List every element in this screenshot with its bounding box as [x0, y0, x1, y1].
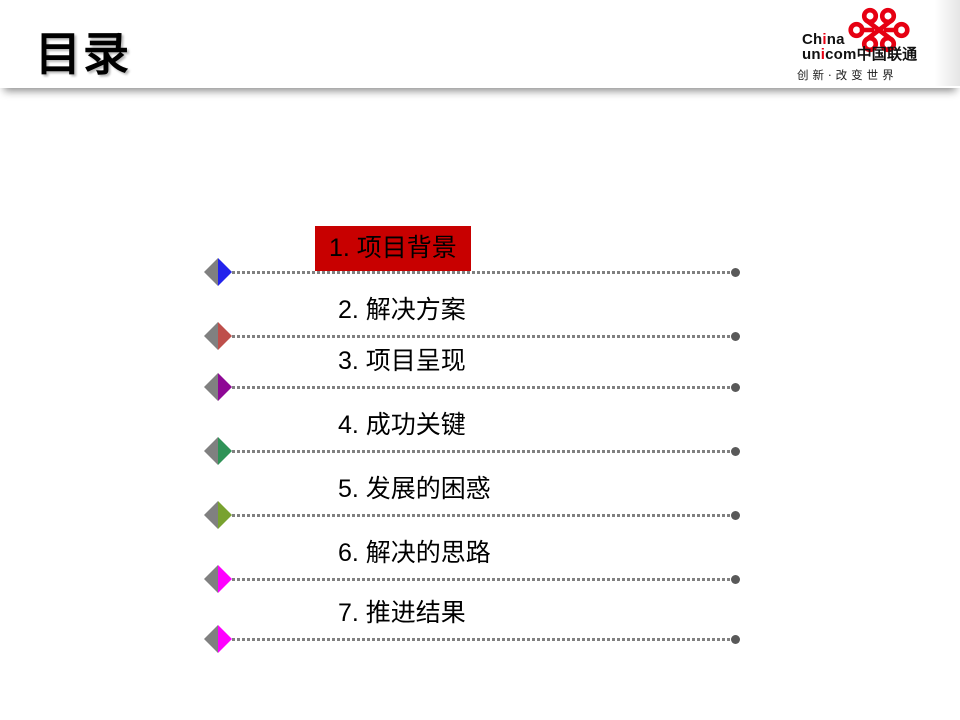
brand-text: Ch: [802, 31, 823, 48]
diamond-bullet-icon: [204, 625, 232, 653]
dotted-leader-line: [232, 638, 732, 641]
dotted-leader-line: [232, 450, 732, 453]
toc-item-3[interactable]: 3. 项目呈现: [338, 347, 466, 375]
brand-cjk-text: 中国联通: [856, 46, 918, 63]
line-end-dot: [731, 511, 740, 520]
line-end-dot: [731, 635, 740, 644]
brand-text: com: [825, 46, 857, 63]
line-end-dot: [731, 332, 740, 341]
chinese-knot-icon: [848, 7, 910, 53]
page-title: 目录: [35, 28, 131, 80]
toc-item-4[interactable]: 4. 成功关键: [338, 411, 466, 439]
toc-item-7[interactable]: 7. 推进结果: [338, 599, 466, 627]
brand-text: un: [802, 46, 821, 63]
dotted-leader-line: [232, 514, 732, 517]
line-end-dot: [731, 268, 740, 277]
brand-tagline: 创新·改变世界: [797, 68, 898, 82]
line-end-dot: [731, 447, 740, 456]
diamond-bullet-icon: [204, 322, 232, 350]
toc-item-5[interactable]: 5. 发展的困惑: [338, 475, 491, 503]
diamond-bullet-icon: [204, 565, 232, 593]
dotted-leader-line: [232, 386, 732, 389]
diamond-bullet-icon: [204, 373, 232, 401]
line-end-dot: [731, 575, 740, 584]
toc-item-6[interactable]: 6. 解决的思路: [338, 539, 491, 567]
brand-wordmark: China unicom中国联通: [802, 32, 917, 62]
diamond-bullet-icon: [204, 501, 232, 529]
toc-item-2[interactable]: 2. 解决方案: [338, 296, 466, 324]
toc-item-1[interactable]: 1. 项目背景: [315, 226, 471, 271]
dotted-leader-line: [232, 578, 732, 581]
diamond-bullet-icon: [204, 437, 232, 465]
brand-red-i: i: [822, 31, 827, 48]
brand-text: na: [826, 31, 845, 48]
dotted-leader-line: [232, 335, 732, 338]
brand-red-i: i: [820, 46, 826, 63]
china-unicom-logo: China unicom中国联通 创新·改变世界: [795, 4, 937, 86]
slide-header: 目录 China unicom中国联通 创新·改变世界: [0, 0, 960, 88]
line-end-dot: [731, 383, 740, 392]
dotted-leader-line: [232, 271, 732, 274]
diamond-bullet-icon: [204, 258, 232, 286]
